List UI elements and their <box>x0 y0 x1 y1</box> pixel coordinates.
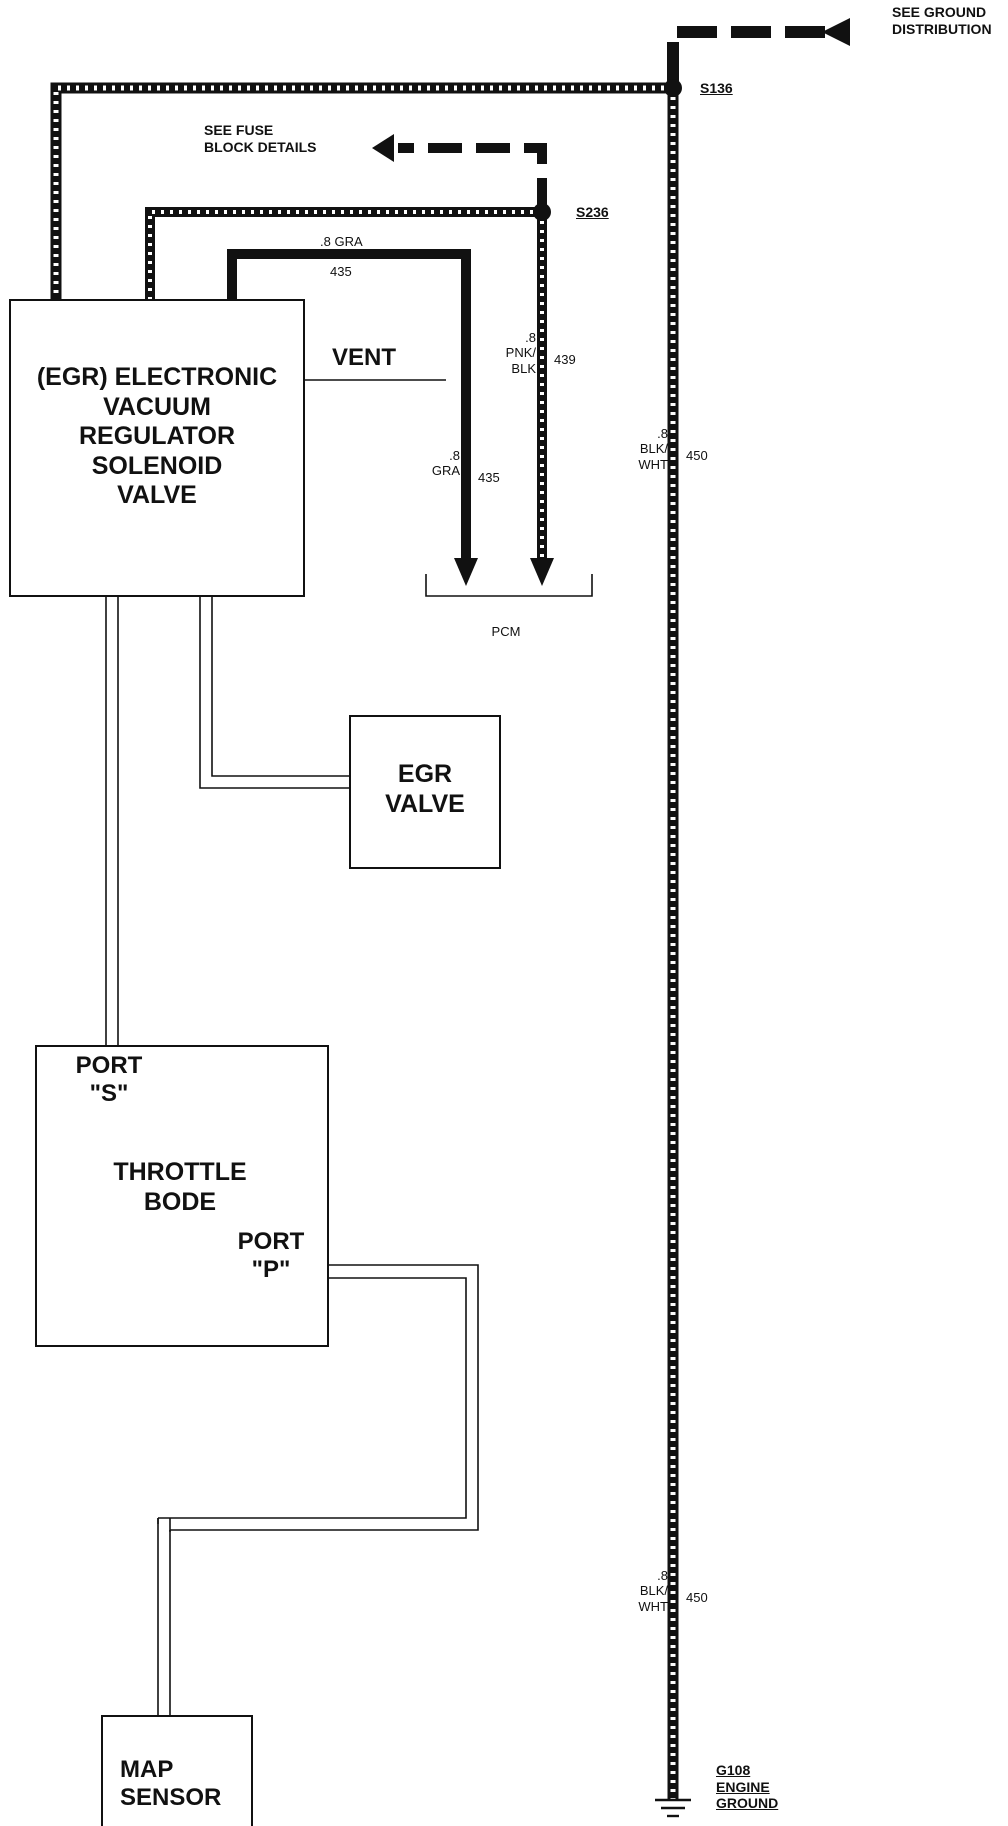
see-fuse-block-label: SEE FUSE BLOCK DETAILS <box>204 122 317 155</box>
throttle-body-label: THROTTLE BODE <box>113 1158 247 1216</box>
pcm-bracket <box>425 574 593 597</box>
ground-wire-450 <box>50 82 679 1800</box>
port-s-label: PORT "S" <box>75 1052 143 1108</box>
splice-s236-label: S236 <box>576 204 609 220</box>
wire-450-upper-color-label: .8 BLK/ WHT <box>638 426 668 472</box>
map-sensor-label: MAP SENSOR <box>120 1756 222 1812</box>
solenoid-label: (EGR) ELECTRONIC VACUUM REGULATOR SOLENO… <box>36 363 278 509</box>
wire-435-circuit-label: 435 <box>478 470 500 485</box>
wire-439-color-label: .8 PNK/ BLK <box>505 330 536 376</box>
splice-s136-dot <box>664 79 682 97</box>
vent-label: VENT <box>332 344 397 371</box>
map-sensor-box <box>101 1715 253 1826</box>
ground-g108-label: G108 ENGINE GROUND <box>716 1762 779 1812</box>
ignition-wire-439 <box>145 207 547 560</box>
vacuum-hoses <box>105 596 479 1532</box>
egr-valve-box <box>349 715 501 869</box>
see-ground-distribution-label: SEE GROUND DISTRIBUTION <box>892 4 992 37</box>
signal-wire-435 <box>227 249 471 560</box>
splice-s136-label: S136 <box>700 80 733 96</box>
pcm-label: PCM <box>491 624 521 639</box>
wire-435-color-label: .8 GRA <box>431 448 460 479</box>
fuse-block-arrow-icon <box>372 134 394 162</box>
wire-435-top-color-label: .8 GRA <box>320 234 363 249</box>
wire-450-upper-circuit-label: 450 <box>686 448 708 463</box>
fuse-block-lead <box>398 143 547 212</box>
ground-symbol-icon <box>655 1798 691 1818</box>
port-p-label: PORT "P" <box>237 1228 305 1284</box>
egr-valve-label: EGR VALVE <box>385 760 465 818</box>
wire-450-lower-circuit-label: 450 <box>686 1590 708 1605</box>
splice-s236-dot <box>533 203 551 221</box>
solenoid-box <box>9 299 305 597</box>
ground-distribution-arrow-icon <box>822 18 850 46</box>
map-hose-drop <box>157 1518 171 1716</box>
ground-distribution-lead <box>667 26 832 82</box>
wire-435-top-circuit-label: 435 <box>330 264 352 279</box>
throttle-body-box <box>35 1045 329 1347</box>
wire-439-circuit-label: 439 <box>554 352 576 367</box>
wire-450-lower-color-label: .8 BLK/ WHT <box>638 1568 668 1614</box>
pcm-pin-arrow-439-icon <box>530 558 554 586</box>
pcm-pin-arrow-435-icon <box>454 558 478 586</box>
